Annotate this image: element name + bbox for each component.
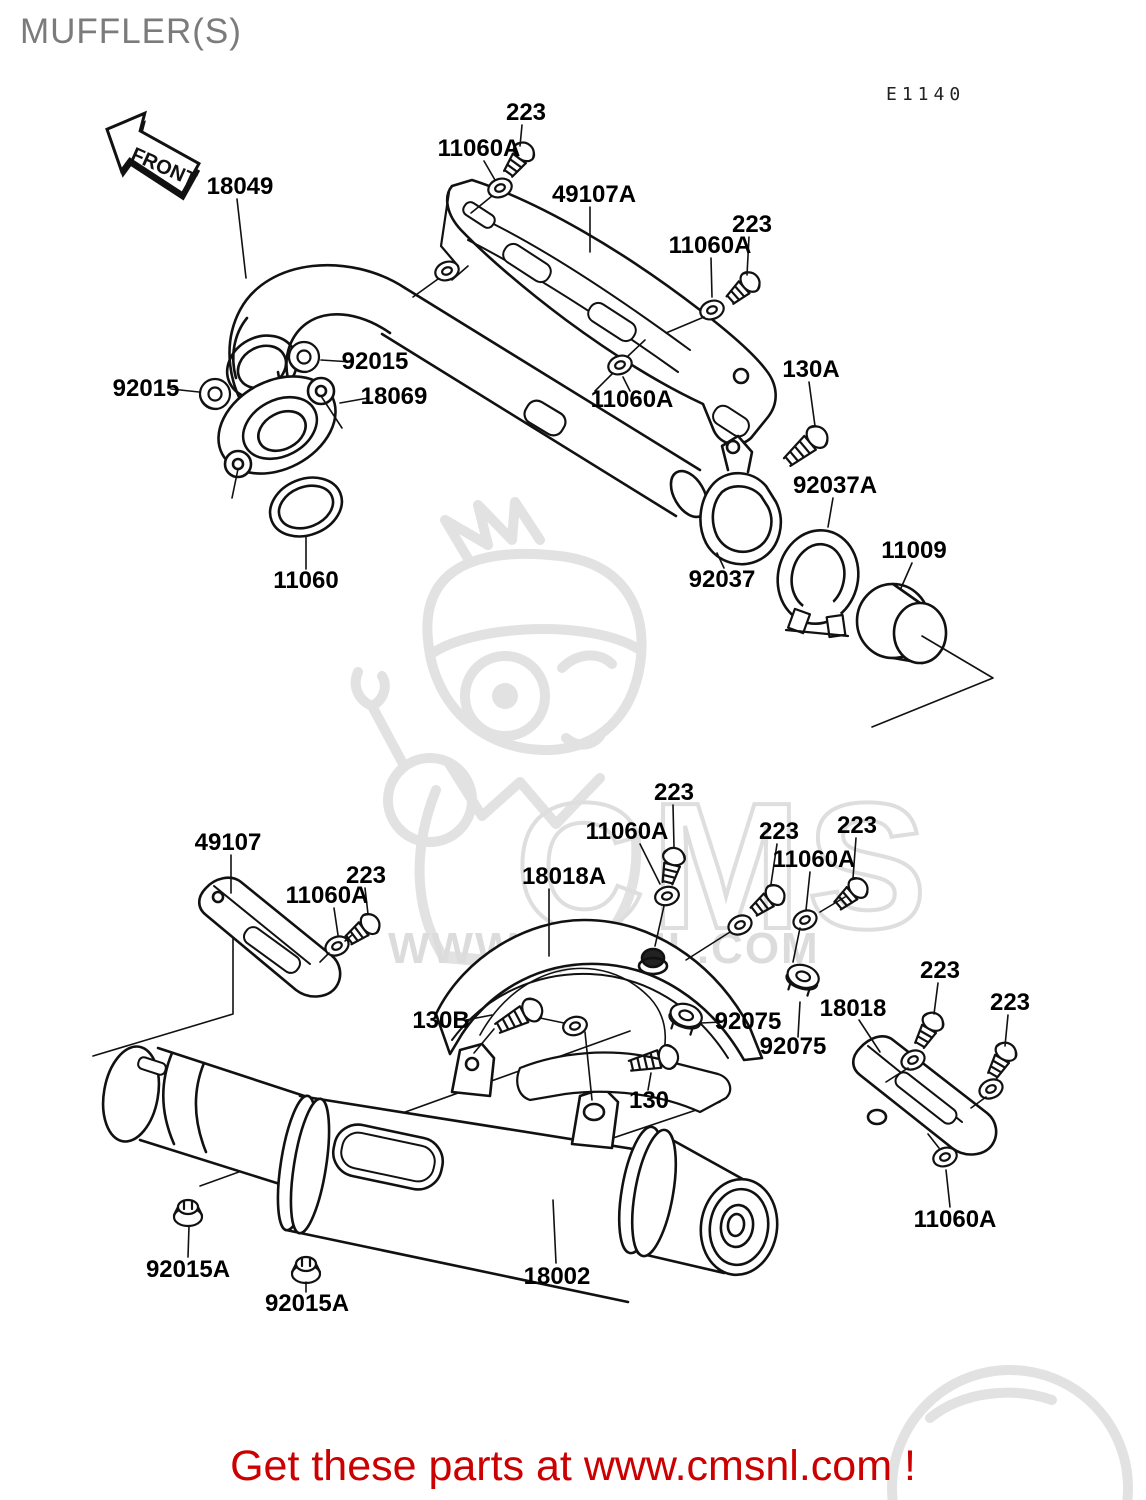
label-leader-lines xyxy=(170,124,1009,1293)
part-label-223-6: 223 xyxy=(836,812,878,839)
part-label-49107A: 49107A xyxy=(551,181,637,208)
part-muffler-body-comp-11009 xyxy=(855,582,994,728)
part-label-130A: 130A xyxy=(782,356,840,383)
part-label-92015-1: 92015 xyxy=(341,348,409,375)
part-label-11060A-3: 11060A xyxy=(590,386,674,413)
part-label-130: 130 xyxy=(628,1087,670,1114)
part-label-223-1: 223 xyxy=(505,99,547,126)
part-label-18002: 18002 xyxy=(523,1263,591,1290)
part-muffler-cover-18018 xyxy=(851,1035,998,1156)
part-clamp-92037 xyxy=(699,434,783,566)
part-label-130B: 130B xyxy=(412,1007,470,1034)
part-label-11009: 11009 xyxy=(881,537,947,564)
part-label-223-7: 223 xyxy=(919,957,961,984)
part-label-92075-1: 92075 xyxy=(714,1008,782,1035)
part-gasket-11060 xyxy=(268,476,344,538)
part-label-11060A-4: 11060A xyxy=(285,882,369,909)
part-label-49107: 49107 xyxy=(194,829,262,856)
part-clamp-92037A xyxy=(776,528,860,639)
part-label-223-3: 223 xyxy=(345,862,387,889)
part-label-223-5: 223 xyxy=(758,818,800,845)
part-label-92037: 92037 xyxy=(688,566,756,593)
part-label-92015A-2: 92015A xyxy=(264,1290,350,1317)
part-pipe-cover-49107 xyxy=(197,876,342,998)
front-direction-arrow: FRONT xyxy=(105,110,201,201)
footer-cta-link[interactable]: Get these parts at www.cmsnl.com ! xyxy=(230,1442,916,1490)
part-label-223-4: 223 xyxy=(653,779,695,806)
part-label-11060A-6: 11060A xyxy=(772,846,856,873)
part-label-11060A-5: 11060A xyxy=(585,818,669,845)
page-title: MUFFLER(S) xyxy=(20,12,242,51)
cms-mascot-watermark xyxy=(350,497,1133,1500)
part-muffler-cover-18018A xyxy=(434,918,764,1114)
part-label-11060A-7: 11060A xyxy=(913,1206,997,1233)
part-muffler-18002 xyxy=(276,1042,779,1304)
part-label-223-8: 223 xyxy=(989,989,1031,1016)
part-label-11060A-1: 11060A xyxy=(437,135,521,162)
part-bolt-92015-right xyxy=(287,340,321,374)
part-label-11060: 11060 xyxy=(273,567,339,594)
part-label-92015-2: 92015 xyxy=(112,375,180,402)
part-label-223-2: 223 xyxy=(731,211,773,238)
part-label-18018: 18018 xyxy=(819,995,887,1022)
part-label-92037A: 92037A xyxy=(792,472,878,499)
part-label-18049: 18049 xyxy=(206,173,274,200)
part-bolt-92015-left xyxy=(198,377,232,411)
hardware-connector-lines xyxy=(319,195,987,1149)
part-label-18018A: 18018A xyxy=(521,863,607,890)
part-label-11060A-2: 11060A xyxy=(668,232,752,259)
part-label-92075-2: 92075 xyxy=(759,1033,827,1060)
part-label-18069: 18069 xyxy=(360,383,428,410)
part-label-92015A-1: 92015A xyxy=(145,1256,231,1283)
diagram-code: E1140 xyxy=(886,84,966,105)
part-holder-18069 xyxy=(217,375,343,499)
